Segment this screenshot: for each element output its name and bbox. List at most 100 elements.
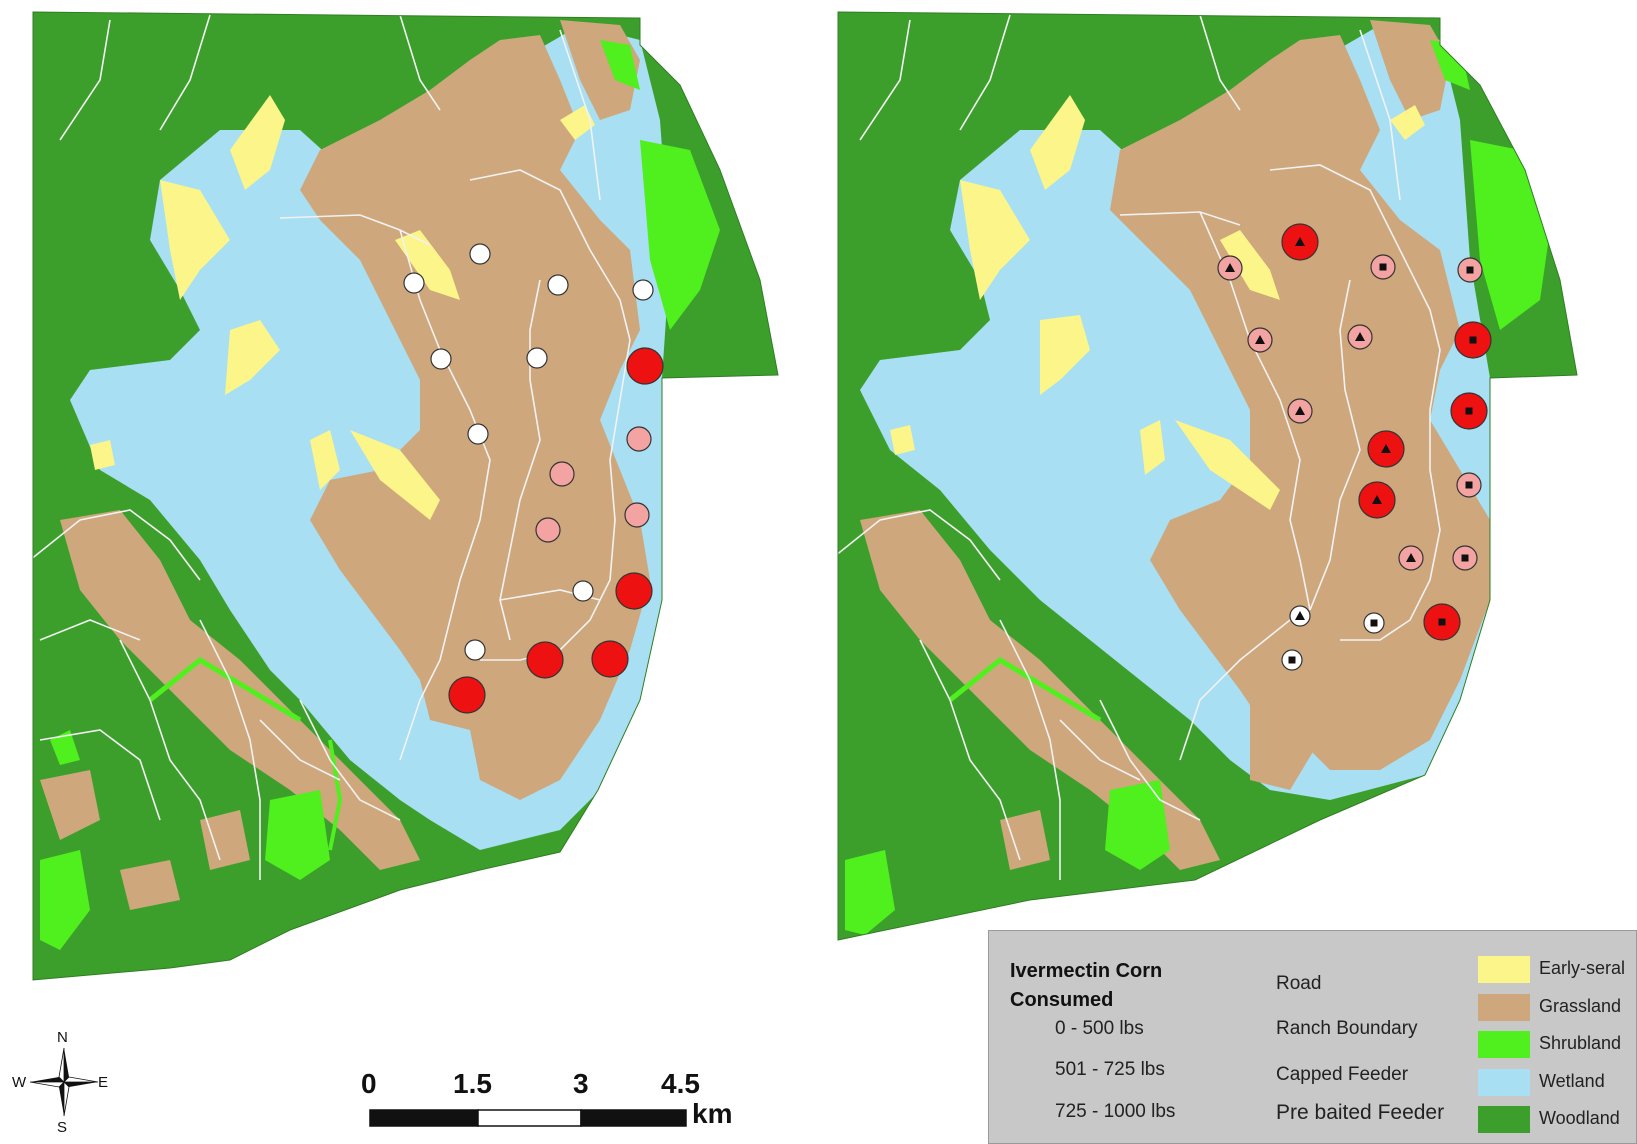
grassland-area [120, 860, 180, 910]
feeder-circle [526, 347, 548, 369]
feeder-circle [626, 426, 652, 452]
capped-feeder-icon [1465, 481, 1473, 489]
grassland-area [60, 510, 420, 870]
prebaited-feeder-icon [1295, 237, 1305, 246]
right-feeder-13 [1398, 545, 1424, 571]
scale-tick-2: 3 [573, 1068, 589, 1099]
legend-class-mid: 501 - 725 lbs [1055, 1059, 1165, 1080]
feeder-circle [549, 461, 575, 487]
grassland-area [1370, 20, 1450, 120]
grassland-area [200, 810, 250, 870]
capped-feeder-icon [1465, 407, 1473, 415]
left-feeder-3 [547, 274, 569, 296]
left-feeder-14 [615, 572, 653, 610]
grassland-area [1250, 690, 1320, 790]
earlyseral-area [1140, 420, 1165, 475]
legend-wetland-label: Wetland [1539, 1071, 1605, 1091]
right-feeder-4 [1457, 257, 1483, 283]
right-feeder-8 [1287, 398, 1313, 424]
left-feeder-8 [467, 423, 489, 445]
earlyseral-area [160, 180, 230, 300]
right-feeder-18 [1281, 649, 1303, 671]
legend-earlyseral-label: Early-seral [1539, 958, 1626, 978]
feeder-circle [632, 279, 654, 301]
legend-woodland-label: Woodland [1539, 1108, 1620, 1128]
earlyseral-area [960, 180, 1030, 300]
legend-grassland-label: Grassland [1539, 996, 1622, 1016]
shrubland-area [1105, 780, 1170, 870]
prebaited-feeder-icon [1372, 495, 1382, 504]
grassland-area [1000, 810, 1050, 870]
left-feeder-4 [632, 279, 654, 301]
prebaited-feeder-icon [1225, 263, 1235, 272]
capped-feeder-icon [1379, 263, 1387, 271]
left-feeder-1 [469, 243, 491, 265]
left-feeder-17 [591, 640, 629, 678]
left-feeder-7 [626, 347, 664, 385]
left-feeder-11 [624, 502, 650, 528]
feeder-circle [430, 348, 452, 370]
feeder-circle [591, 640, 629, 678]
left-feeder-18 [448, 676, 486, 714]
right-feeder-2 [1217, 255, 1243, 281]
earlyseral-area [1220, 230, 1280, 300]
feeder-circle [448, 676, 486, 714]
shrubland-area [265, 790, 330, 880]
legend-class-high: 725 - 1000 lbs [1055, 1101, 1176, 1122]
swatch-earlyseral [1478, 956, 1530, 983]
compass-east: E [98, 1074, 109, 1091]
scale-bar [369, 1109, 687, 1127]
left-feeder-12 [535, 517, 561, 543]
compass-north: N [57, 1029, 68, 1046]
earlyseral-area [310, 430, 340, 490]
prebaited-feeder-icon [1381, 444, 1391, 453]
right-feeder-5 [1247, 327, 1273, 353]
left-feeder-9 [626, 426, 652, 452]
right-map-outline [837, 11, 1578, 941]
right-feeder-11 [1456, 472, 1482, 498]
right-feeder-1 [1281, 223, 1319, 261]
right-feeder-12 [1358, 481, 1396, 519]
feeder-circle [467, 423, 489, 445]
capped-feeder-icon [1461, 554, 1469, 562]
right-feeder-16 [1363, 612, 1385, 634]
earlyseral-area [890, 425, 915, 455]
shrubland-area [640, 140, 720, 330]
wetland-area [160, 420, 300, 540]
capped-feeder-icon [1466, 266, 1474, 274]
shrubland-area [328, 739, 343, 851]
swatch-woodland [1478, 1106, 1530, 1133]
left-feeder-15 [464, 639, 486, 661]
legend-capped-feeder-label: Capped Feeder [1276, 1064, 1409, 1085]
road-network [33, 14, 631, 880]
scale-tick-1: 1.5 [453, 1068, 492, 1099]
swatch-shrubland [1478, 1031, 1530, 1058]
earlyseral-area [350, 430, 440, 520]
capped-feeder-icon [1370, 619, 1378, 627]
left-feeder-6 [526, 347, 548, 369]
left-map-outline [32, 11, 779, 981]
feeder-circle [469, 243, 491, 265]
grassland-area [40, 770, 100, 840]
earlyseral-area [395, 230, 460, 300]
right-feeder-15 [1289, 605, 1311, 627]
right-feeder-3 [1370, 254, 1396, 280]
legend-ranch-boundary-label: Ranch Boundary [1276, 1018, 1418, 1039]
capped-feeder-icon [1469, 336, 1477, 344]
scale-tick-3: 4.5 [661, 1068, 700, 1099]
left-map [33, 12, 778, 980]
feeder-points-right [1217, 223, 1492, 671]
right-feeder-17 [1423, 603, 1461, 641]
right-feeder-14 [1452, 545, 1478, 571]
feeder-circle [464, 639, 486, 661]
earlyseral-area [225, 320, 280, 395]
feeder-circle [535, 517, 561, 543]
feeder-circle [403, 272, 425, 294]
prebaited-feeder-icon [1295, 611, 1305, 620]
grassland-area [300, 35, 650, 800]
compass-south: S [57, 1119, 68, 1136]
shrubland-area [148, 656, 302, 723]
earlyseral-area [90, 440, 115, 470]
legend-class-low: 0 - 500 lbs [1055, 1018, 1144, 1039]
earlyseral-area [1390, 105, 1425, 140]
